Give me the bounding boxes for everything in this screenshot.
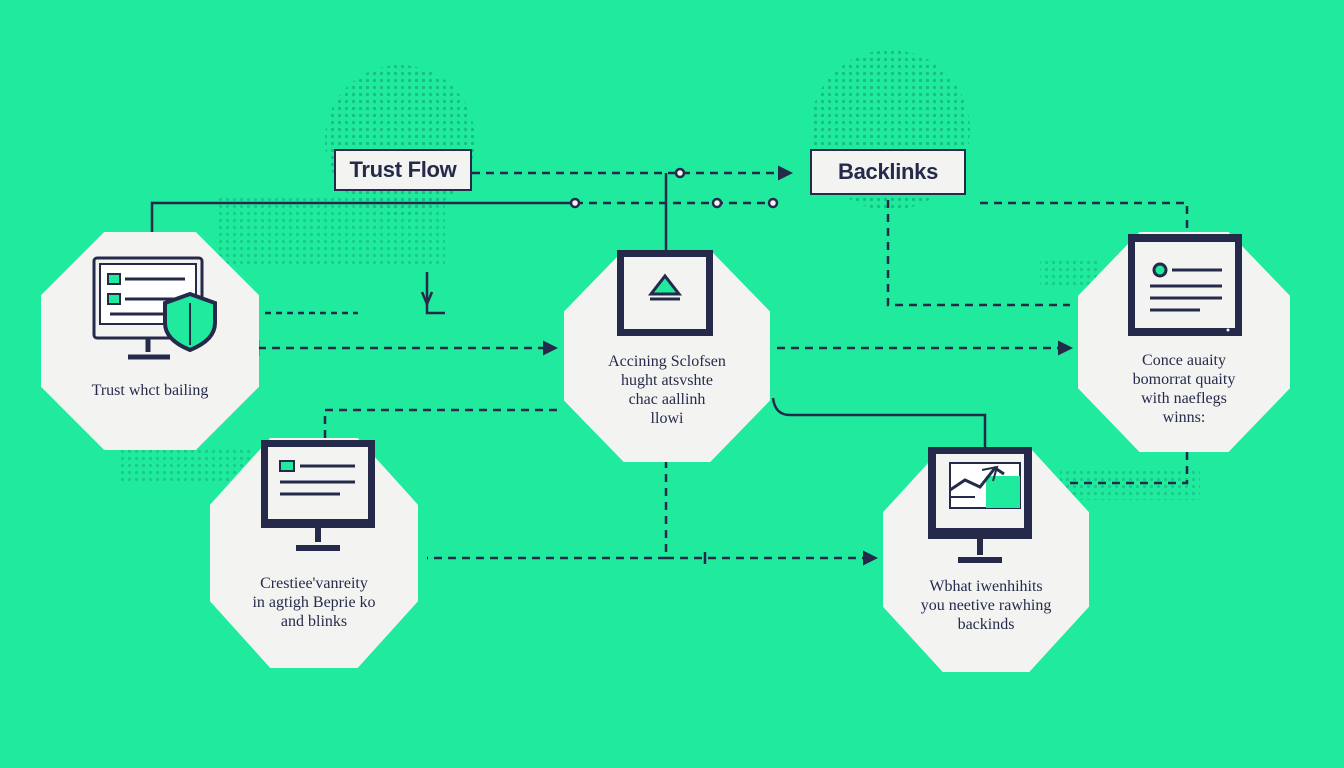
connector-lines: [150, 165, 1189, 566]
monitor-triangle-icon: [617, 250, 713, 336]
node-chart-caption: Wbhat iwenhihits you neetive rawhing bac…: [920, 578, 1052, 633]
node-center-caption: Accining Sclofsen hught atsvshte chac aa…: [608, 353, 726, 427]
monitor-document-icon: [261, 440, 375, 551]
monitor-shield-icon: [92, 256, 217, 360]
monitor-document-icon: [1128, 234, 1242, 336]
node-trust-caption: Trust whct bailing: [91, 382, 209, 399]
monitor-chart-icon: [928, 447, 1032, 563]
node-creative-caption: Crestiee'vanreity in agtigh Beprie ko an…: [252, 575, 376, 630]
backlinks-label: Backlinks: [810, 149, 966, 195]
node-quality-caption: Conce auaity bomorrat quaity with naefle…: [1132, 352, 1236, 426]
trust-flow-label: Trust Flow: [334, 149, 472, 191]
